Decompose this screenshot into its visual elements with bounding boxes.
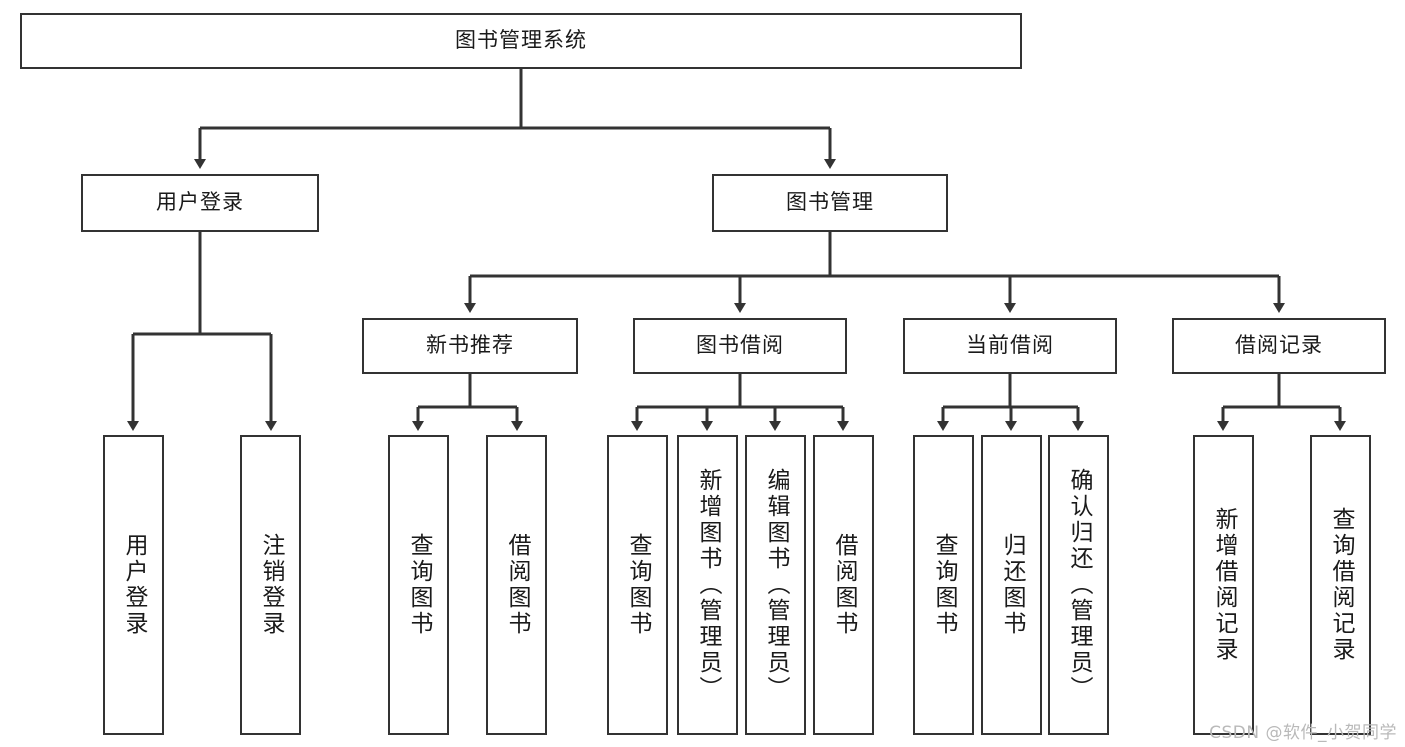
leaf-borrow-edit-book-admin-label: 编辑图书（管理员）	[763, 468, 789, 702]
leaf-record-query-borrow-record-label: 查询借阅记录	[1328, 507, 1354, 663]
leaf-borrow-borrow-book[interactable]: 借阅图书	[813, 435, 874, 735]
node-borrow-record-label: 借阅记录	[1235, 333, 1323, 358]
leaf-borrow-add-book-admin-label: 新增图书（管理员）	[695, 468, 721, 702]
leaf-current-confirm-return-admin[interactable]: 确认归还（管理员）	[1048, 435, 1109, 735]
leaf-borrow-add-book-admin[interactable]: 新增图书（管理员）	[677, 435, 738, 735]
node-root[interactable]: 图书管理系统	[20, 13, 1022, 69]
leaf-user-login[interactable]: 用户登录	[103, 435, 164, 735]
leaf-borrow-borrow-book-label: 借阅图书	[831, 533, 857, 637]
node-book-management[interactable]: 图书管理	[712, 174, 948, 232]
leaf-recommend-query-book-label: 查询图书	[406, 533, 432, 637]
leaf-current-return-book[interactable]: 归还图书	[981, 435, 1042, 735]
leaf-record-add-borrow-record[interactable]: 新增借阅记录	[1193, 435, 1254, 735]
node-book-management-label: 图书管理	[786, 190, 874, 215]
node-borrow-record[interactable]: 借阅记录	[1172, 318, 1386, 374]
leaf-record-add-borrow-record-label: 新增借阅记录	[1211, 507, 1237, 663]
leaf-current-query-book[interactable]: 查询图书	[913, 435, 974, 735]
leaf-current-return-book-label: 归还图书	[999, 533, 1025, 637]
leaf-current-confirm-return-admin-label: 确认归还（管理员）	[1066, 468, 1092, 702]
node-current-borrow[interactable]: 当前借阅	[903, 318, 1117, 374]
leaf-recommend-query-book[interactable]: 查询图书	[388, 435, 449, 735]
leaf-borrow-query-book-label: 查询图书	[625, 533, 651, 637]
node-new-book-recommend[interactable]: 新书推荐	[362, 318, 578, 374]
node-current-borrow-label: 当前借阅	[966, 333, 1054, 358]
leaf-record-query-borrow-record[interactable]: 查询借阅记录	[1310, 435, 1371, 735]
leaf-borrow-edit-book-admin[interactable]: 编辑图书（管理员）	[745, 435, 806, 735]
leaf-borrow-query-book[interactable]: 查询图书	[607, 435, 668, 735]
node-root-label: 图书管理系统	[455, 28, 587, 53]
node-book-borrow-label: 图书借阅	[696, 333, 784, 358]
leaf-user-logout[interactable]: 注销登录	[240, 435, 301, 735]
leaf-user-login-label: 用户登录	[121, 533, 147, 637]
leaf-user-logout-label: 注销登录	[258, 533, 284, 637]
node-user-login-label: 用户登录	[156, 190, 244, 215]
node-user-login[interactable]: 用户登录	[81, 174, 319, 232]
node-book-borrow[interactable]: 图书借阅	[633, 318, 847, 374]
node-new-book-recommend-label: 新书推荐	[426, 333, 514, 358]
csdn-watermark: CSDN @软件_小贺同学	[1209, 723, 1397, 743]
leaf-recommend-borrow-book-label: 借阅图书	[504, 533, 530, 637]
leaf-current-query-book-label: 查询图书	[931, 533, 957, 637]
leaf-recommend-borrow-book[interactable]: 借阅图书	[486, 435, 547, 735]
